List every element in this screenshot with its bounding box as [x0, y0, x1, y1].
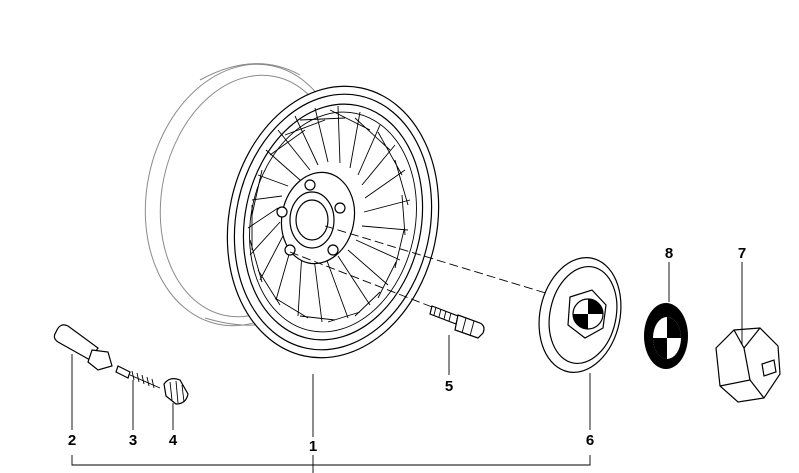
valve-stem[interactable] [53, 324, 113, 371]
callout-3: 3 [129, 432, 137, 449]
callout-1: 1 [309, 438, 317, 455]
hubcap-removal-tool[interactable] [715, 327, 781, 403]
wheel-spokes [247, 105, 411, 323]
callout-2: 2 [68, 432, 76, 449]
assembly-axis-lines [289, 225, 586, 313]
lug-bolt[interactable] [429, 305, 485, 339]
callout-6: 6 [586, 432, 594, 449]
hubcap[interactable] [529, 250, 631, 380]
leader-lines [71, 262, 743, 473]
wheel-rim[interactable] [203, 66, 463, 377]
callout-8: 8 [665, 245, 673, 262]
valve-cap[interactable] [163, 378, 189, 405]
valve-core[interactable] [115, 365, 161, 389]
callout-4: 4 [169, 432, 178, 449]
callout-5: 5 [445, 378, 453, 395]
callout-7: 7 [738, 245, 746, 262]
bmw-emblem[interactable] [644, 303, 688, 369]
wheel-hub [276, 171, 356, 265]
